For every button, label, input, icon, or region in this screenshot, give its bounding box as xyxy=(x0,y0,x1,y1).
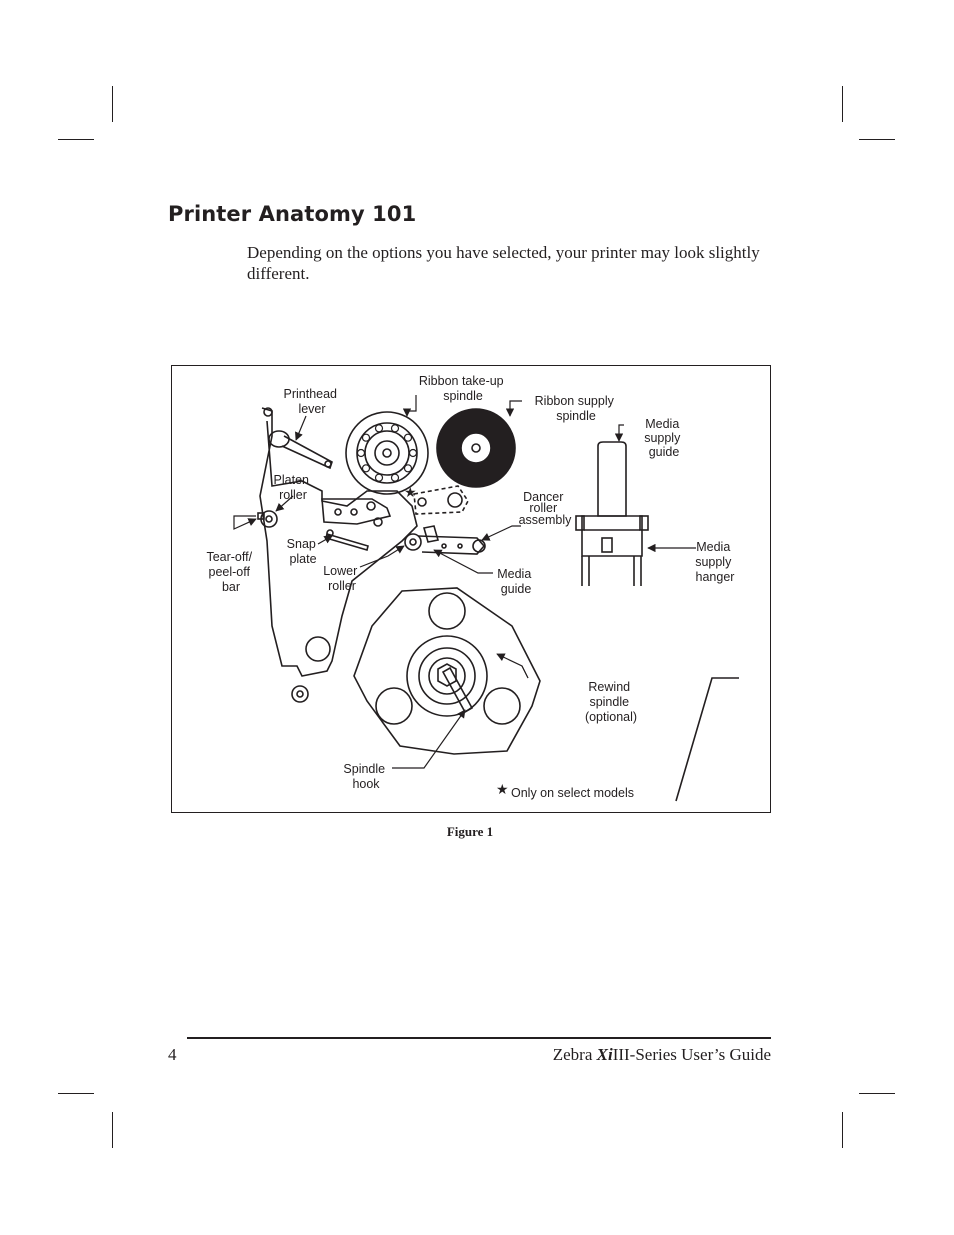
crop-mark xyxy=(112,1112,113,1148)
takeup-notch xyxy=(390,473,400,482)
takeup-notch xyxy=(408,448,418,458)
media-supply-hanger xyxy=(581,515,643,557)
label-ribbon-supply-spindle: Ribbon supply spindle xyxy=(535,394,618,423)
label-media-supply-guide: Media supply guide xyxy=(644,417,684,459)
crop-mark xyxy=(58,1093,94,1094)
bracket-plate xyxy=(321,498,392,525)
printer-diagram: ★ ★ Printhead lever Ribbon take-up spind… xyxy=(206,374,739,802)
takeup-notch xyxy=(356,448,366,458)
crop-mark xyxy=(859,139,895,140)
label-printhead-lever: Printhead lever xyxy=(284,387,341,416)
media-supply-guide xyxy=(597,441,627,517)
footer-brand: Zebra xyxy=(552,1045,593,1064)
takeup-notch xyxy=(361,433,371,442)
printer-anatomy-figure: ★ ★ Printhead lever Ribbon take-up spind… xyxy=(171,365,771,813)
lower-roller xyxy=(404,533,422,551)
page-number: 4 xyxy=(168,1045,177,1064)
footnote-select-models: Only on select models xyxy=(511,786,634,800)
footer-rule xyxy=(187,1037,771,1039)
snap-plate xyxy=(325,532,369,552)
takeup-notch xyxy=(403,433,413,442)
label-lower-roller: Lower roller xyxy=(323,564,361,593)
footer-rest: III-Series User’s Guide xyxy=(612,1045,771,1064)
label-spindle-hook: Spindle hook xyxy=(343,762,388,791)
star-marker: ★ xyxy=(496,781,509,797)
takeup-notch xyxy=(374,424,384,433)
takeup-notch xyxy=(361,464,371,473)
label-dancer-roller-assembly: Dancer roller assembly xyxy=(519,490,573,527)
footer-guide-title: Zebra XiIII-Series User’s Guide xyxy=(553,1045,771,1065)
footer-model: Xi xyxy=(596,1045,613,1064)
rewind-spindle xyxy=(406,635,488,717)
dancer-roller-assembly xyxy=(417,535,486,555)
page-title: Printer Anatomy 101 xyxy=(168,202,417,226)
takeup-notch xyxy=(390,424,400,433)
crop-mark xyxy=(112,86,113,122)
takeup-notch xyxy=(374,473,384,482)
optional-module xyxy=(413,485,469,515)
figure-caption: Figure 1 xyxy=(446,824,494,839)
rewind-plate xyxy=(353,587,541,755)
media-guide xyxy=(422,525,440,543)
takeup-notch xyxy=(403,464,413,473)
spindle-hook xyxy=(441,666,474,714)
star-marker: ★ xyxy=(404,484,417,500)
ribbon-takeup-spindle xyxy=(345,411,429,495)
intro-paragraph: Depending on the options you have select… xyxy=(247,243,760,283)
crop-mark xyxy=(842,1112,843,1148)
crop-mark xyxy=(842,86,843,122)
crop-mark xyxy=(58,139,94,140)
crop-mark xyxy=(859,1093,895,1094)
label-media-supply-hanger: Media supply hanger xyxy=(695,540,735,584)
label-media-guide: Media guide xyxy=(497,567,535,596)
label-rewind-spindle: Rewind spindle (optional) xyxy=(585,680,637,724)
label-tear-off-bar: Tear-off/ peel-off bar xyxy=(206,550,255,594)
label-snap-plate: Snap plate xyxy=(287,537,320,566)
label-ribbon-takeup-spindle: Ribbon take-up spindle xyxy=(419,374,507,403)
label-platen-roller: Platen roller xyxy=(274,473,313,502)
